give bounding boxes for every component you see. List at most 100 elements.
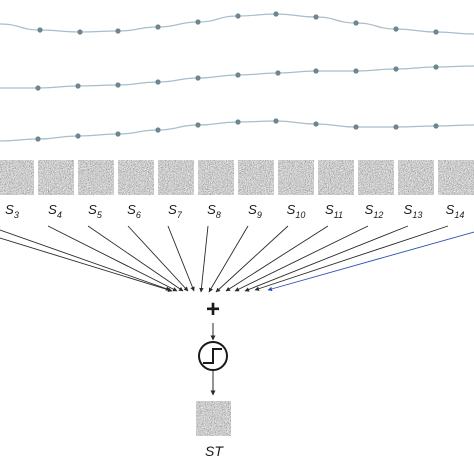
noise-texture-icon	[118, 160, 154, 195]
curve-point	[353, 124, 359, 130]
curve-point	[235, 72, 241, 78]
signal-label-sub: 7	[177, 210, 183, 220]
signal-label-base: S	[88, 202, 97, 217]
noise-texture-icon	[38, 160, 74, 195]
signal-label-base: S	[48, 202, 57, 217]
signal-label-10: S10	[287, 202, 306, 220]
signal-label-base: S	[287, 202, 296, 217]
signal-label-9: S9	[248, 202, 262, 220]
step-function-icon	[198, 341, 228, 371]
noise-texture-icon	[158, 160, 194, 195]
curve-point	[433, 29, 439, 35]
noise-texture-icon	[358, 160, 394, 195]
curve-point	[75, 133, 81, 139]
noise-texture-icon	[198, 160, 234, 195]
converging-arrows	[0, 225, 474, 293]
curve-point	[433, 64, 439, 70]
curve-point	[35, 136, 41, 142]
noise-texture-icon	[318, 160, 354, 195]
curve-point	[115, 82, 121, 88]
signal-label-sub: 8	[216, 210, 221, 220]
output-label: ST	[205, 443, 224, 459]
noise-texture-icon	[78, 160, 114, 195]
curve-point	[195, 75, 201, 81]
curve-point	[313, 14, 319, 20]
arrow-icon	[254, 225, 449, 291]
signal-label-4: S4	[48, 202, 62, 220]
curve-point	[235, 13, 241, 19]
signal-label-sub: 14	[454, 210, 464, 220]
signal-label-base: S	[207, 202, 216, 217]
arrow-icon	[215, 225, 289, 293]
signal-label-base: S	[404, 202, 413, 217]
signal-label-base: S	[446, 202, 455, 217]
noise-texture-icon	[398, 160, 434, 195]
time-series-curves	[0, 11, 474, 142]
signal-label-base: S	[365, 202, 374, 217]
signal-label-7: S7	[168, 202, 183, 220]
signal-label-sub: 10	[295, 210, 305, 220]
curve-point	[35, 85, 41, 91]
signal-label-14: S14	[446, 202, 465, 220]
curve-point	[155, 79, 161, 85]
curve-point	[115, 28, 121, 34]
curve-point	[155, 127, 161, 133]
curve-point	[77, 29, 83, 35]
signal-label-12: S12	[365, 202, 384, 220]
signal-label-sub: 3	[14, 210, 19, 220]
arrow-icon	[167, 225, 195, 292]
signal-label-base: S	[127, 202, 136, 217]
signal-label-3: S3	[5, 202, 19, 220]
curve-point	[75, 83, 81, 89]
signal-label-sub: 13	[412, 210, 422, 220]
curve-point	[115, 131, 121, 137]
signal-label-sub: 5	[97, 210, 103, 220]
arrow-icon	[47, 225, 178, 292]
signal-label-sub: 12	[373, 210, 383, 220]
sum-node: +	[206, 296, 220, 323]
curve-point	[393, 124, 399, 130]
noise-tiles-row	[0, 160, 474, 195]
curve-point	[393, 66, 399, 72]
curve-point	[275, 70, 281, 76]
signal-label-13: S13	[404, 202, 423, 220]
noise-texture-icon	[238, 160, 274, 195]
curve-point	[313, 121, 319, 127]
curve-2	[0, 64, 474, 91]
signal-label-base: S	[168, 202, 177, 217]
arrow-icon	[225, 225, 329, 292]
sum-symbol: +	[206, 296, 220, 323]
curve-point	[353, 20, 359, 26]
curve-point	[195, 122, 201, 128]
curve-point	[273, 118, 279, 124]
signal-label-sub: 4	[57, 210, 62, 220]
arrow-icon	[234, 225, 369, 292]
signal-label-sub: 9	[257, 210, 262, 220]
signal-label-11: S11	[325, 202, 343, 220]
curve-point	[433, 123, 439, 129]
curve-point	[273, 11, 279, 17]
curve-point	[393, 26, 399, 32]
arrow-icon	[199, 225, 209, 293]
curve-point	[235, 119, 241, 125]
signal-label-base: S	[5, 202, 14, 217]
curve-1	[0, 11, 474, 35]
noise-texture-icon	[438, 160, 474, 195]
curve-point	[313, 68, 319, 74]
curve-3	[0, 118, 474, 142]
arrow-icon	[208, 225, 249, 293]
signal-label-base: S	[248, 202, 257, 217]
signal-label-5: S5	[88, 202, 103, 220]
noise-texture-icon	[196, 401, 231, 436]
arrow-icon	[87, 225, 184, 292]
signal-label-base: S	[325, 202, 334, 217]
noise-texture-icon	[278, 160, 314, 195]
curve-point	[155, 24, 161, 30]
curve-point	[195, 19, 201, 25]
noise-texture-icon	[0, 160, 34, 195]
curve-point	[353, 68, 359, 74]
output-tile	[196, 401, 231, 436]
